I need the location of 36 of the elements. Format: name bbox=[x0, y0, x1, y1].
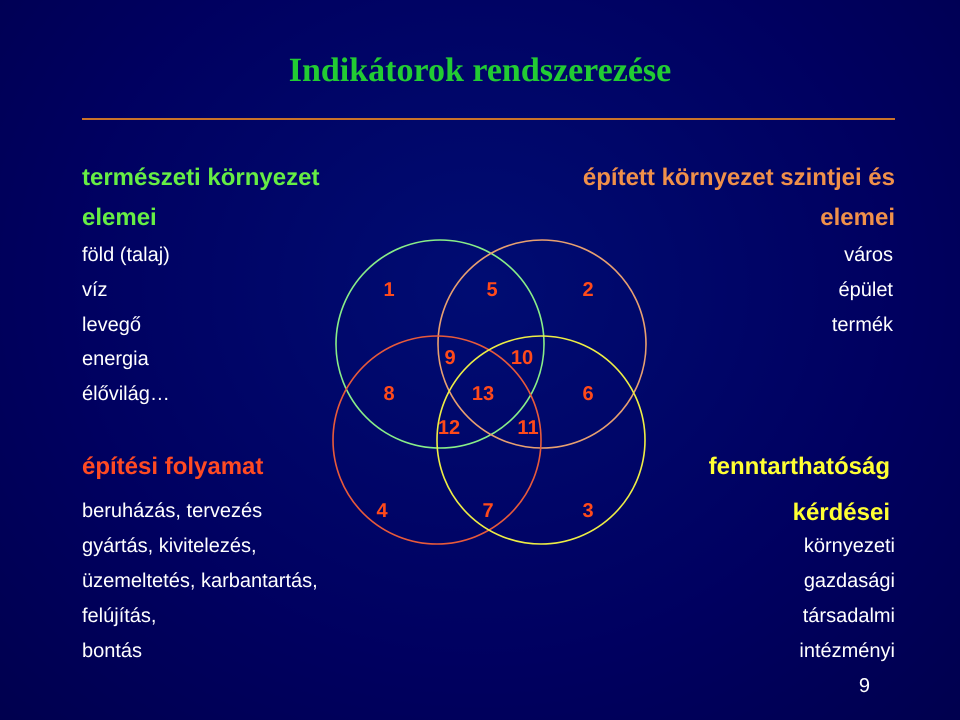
list-item: termék bbox=[832, 313, 893, 337]
section-heading: építési folyamat bbox=[82, 452, 264, 482]
region-number: 4 bbox=[376, 499, 388, 523]
list-item: energia bbox=[82, 347, 149, 371]
region-number: 8 bbox=[383, 382, 395, 406]
region-number: 1 bbox=[383, 278, 395, 302]
region-number: 2 bbox=[582, 278, 594, 302]
region-number: 11 bbox=[517, 416, 539, 440]
list-item: gazdasági bbox=[804, 569, 895, 593]
list-item: bontás bbox=[82, 639, 142, 663]
list-item: föld (talaj) bbox=[82, 243, 170, 267]
list-item: üzemeltetés, karbantartás, bbox=[82, 569, 318, 593]
list-item: levegő bbox=[82, 313, 141, 337]
region-number: 12 bbox=[438, 416, 460, 440]
list-item: társadalmi bbox=[802, 604, 895, 628]
region-number: 9 bbox=[444, 346, 456, 370]
list-item: élővilág… bbox=[82, 382, 170, 406]
list-item: intézményi bbox=[799, 639, 895, 663]
region-number: 5 bbox=[486, 278, 498, 302]
list-item: épület bbox=[838, 278, 893, 302]
section-heading: fenntarthatóság kérdései bbox=[708, 452, 890, 528]
title: Indikátorok rendszerezése bbox=[288, 52, 672, 90]
region-number: 3 bbox=[582, 499, 594, 523]
list-item: beruházás, tervezés bbox=[82, 499, 262, 523]
section-heading: épített környezet szintjei és elemei bbox=[582, 163, 895, 233]
region-number: 6 bbox=[582, 382, 594, 406]
list-item: víz bbox=[82, 278, 108, 302]
list-item: gyártás, kivitelezés, bbox=[82, 534, 257, 558]
list-item: felújítás, bbox=[82, 604, 156, 628]
list-item: város bbox=[844, 243, 893, 267]
region-number: 7 bbox=[482, 499, 494, 523]
list-item: környezeti bbox=[804, 534, 895, 558]
page-number: 9 bbox=[858, 674, 870, 698]
section-heading: természeti környezet elemei bbox=[82, 163, 320, 233]
region-number: 13 bbox=[472, 382, 494, 406]
region-number: 10 bbox=[510, 346, 534, 370]
